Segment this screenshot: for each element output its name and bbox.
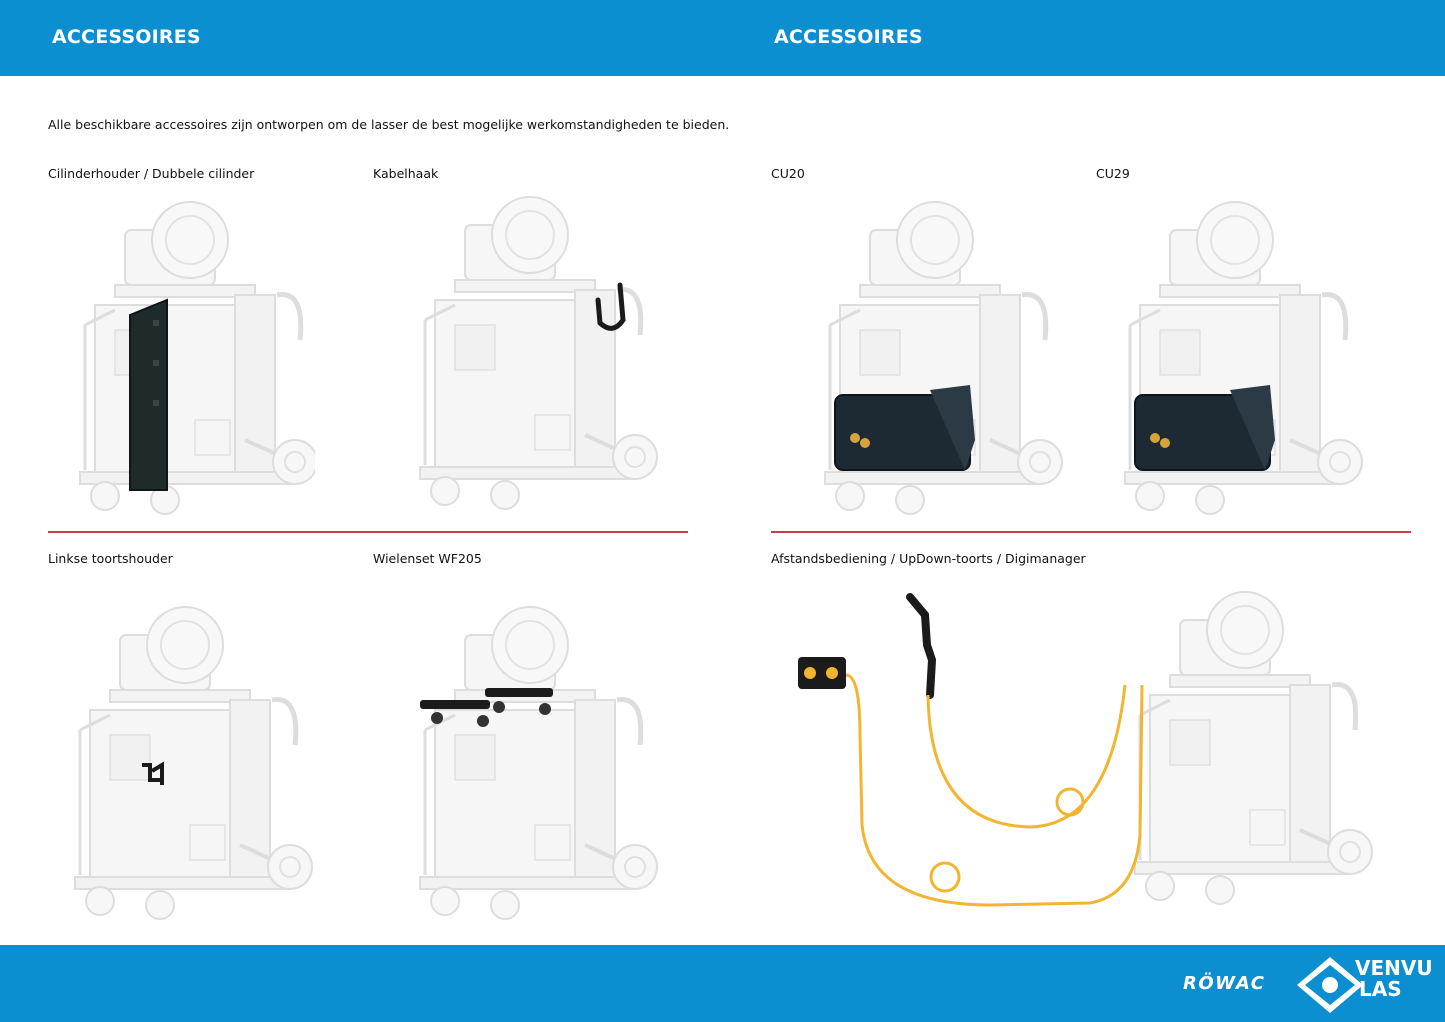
venvu-text: VENVU [1355,956,1433,980]
label-cilinderhouder: Cilinderhouder / Dubbele cilinder [48,166,255,181]
footer-bar [0,945,1445,1022]
header-bar: ACCESSOIRES ACCESSOIRES [0,0,1445,76]
cylinder-holder-illustration [55,200,315,530]
cu20-illustration [800,200,1065,530]
las-text: LAS [1359,977,1402,1001]
cu29-illustration [1100,200,1365,530]
label-kabelhaak: Kabelhaak [373,166,439,181]
intro-text: Alle beschikbare accessoires zijn ontwor… [48,117,730,132]
label-cu29: CU29 [1096,166,1130,181]
label-linkse-toortshouder: Linkse toortshouder [48,551,173,566]
rowac-logo: RÖWAC [1183,973,1266,994]
divider-right [771,531,1411,533]
label-wielenset: Wielenset WF205 [373,551,482,566]
venvulas-logo-text: VENVU LAS [1355,958,1433,1000]
remote-control-illustration [798,585,1390,907]
venvulas-logo-icon [1297,957,1363,1013]
cable-hook-illustration [395,195,660,525]
label-afstandsbediening: Afstandsbediening / UpDown-toorts / Digi… [771,551,1086,566]
wheel-set-illustration [395,605,660,935]
page-title-right: ACCESSOIRES [774,26,923,48]
page-title-left: ACCESSOIRES [52,26,201,48]
left-torch-holder-illustration [50,605,315,935]
divider-left [48,531,688,533]
label-cu20: CU20 [771,166,805,181]
